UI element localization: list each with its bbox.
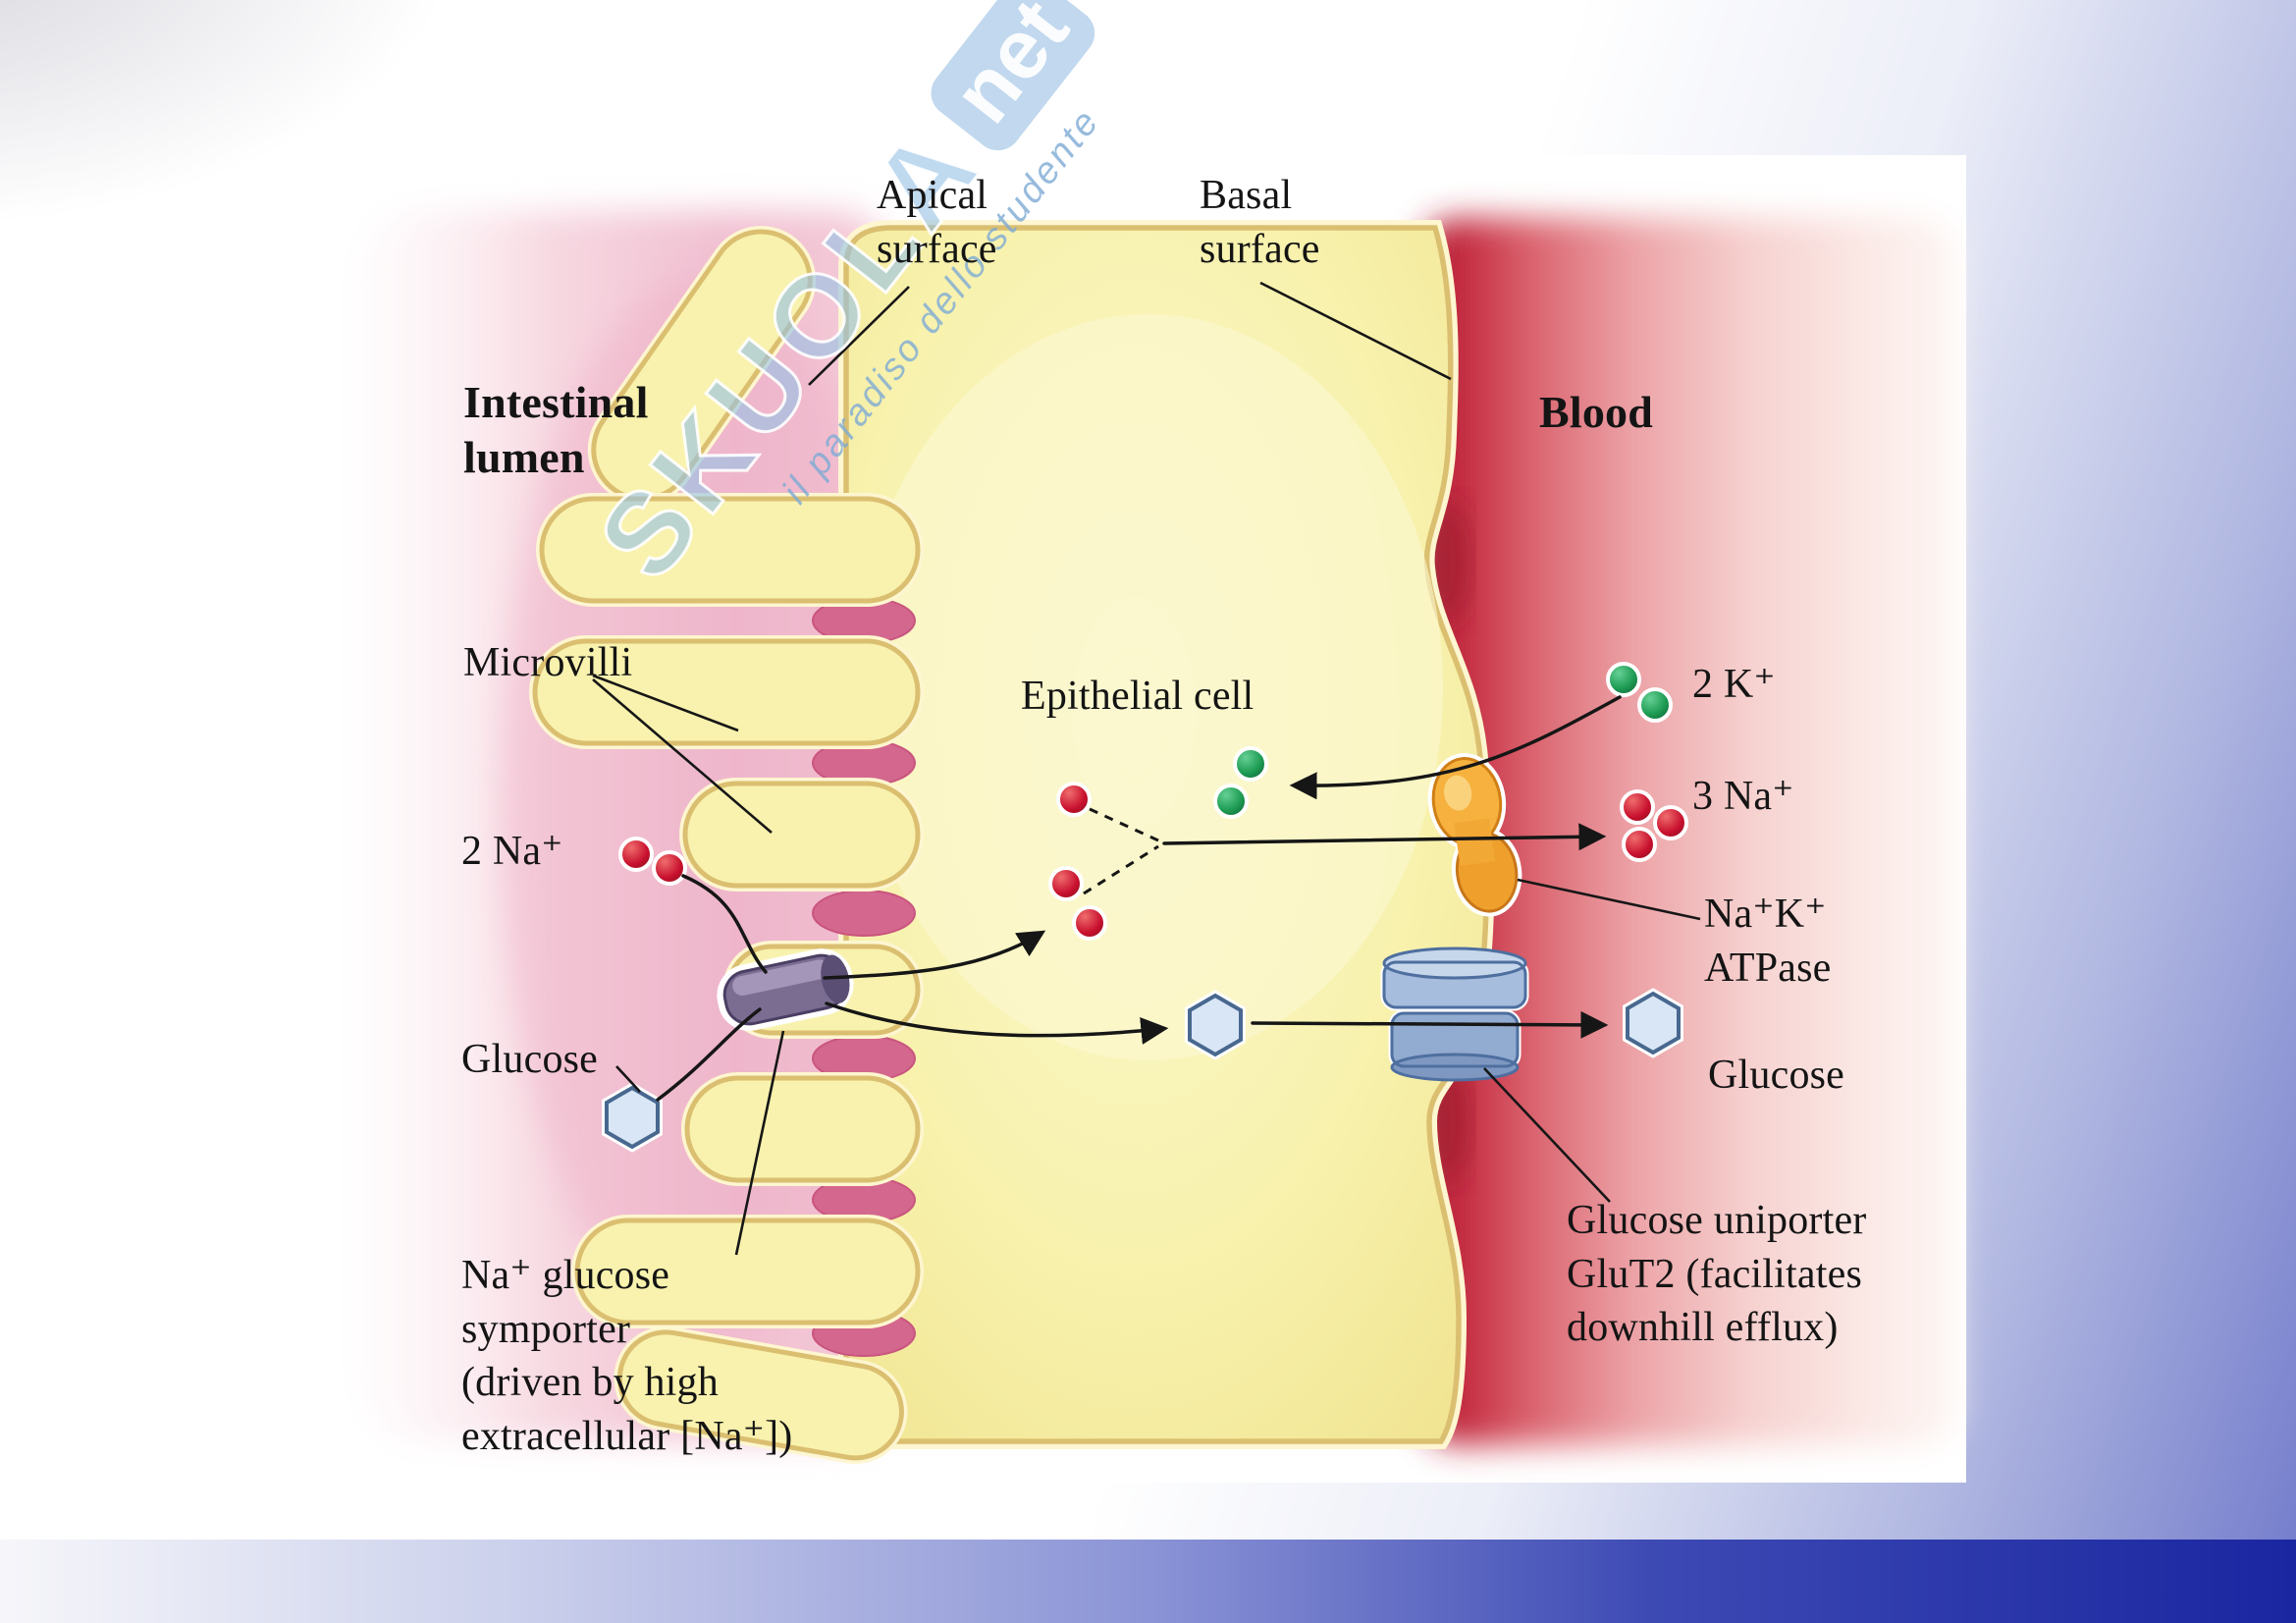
apical-surface-label: Apical surface <box>877 173 997 272</box>
transport-arrows <box>656 695 1622 1102</box>
symporter-glucose-influx-arrow <box>825 1001 1169 1045</box>
na-blood-label: 3 Na⁺ <box>1692 774 1794 819</box>
symporter-na-influx-arrow <box>823 930 1046 980</box>
microvillus-fold-apical <box>587 225 817 506</box>
cell-interior-highlight <box>854 314 1443 1060</box>
potassium-ions <box>1213 662 1673 819</box>
microvilli-pointer <box>592 674 739 732</box>
uniporter-label: Glucose uniporter GluT2 (facilitates dow… <box>1567 1198 1867 1351</box>
blood-label: Blood <box>1539 387 1654 437</box>
sodium-ion <box>1620 789 1655 825</box>
basal-surface-pointer <box>1259 281 1452 381</box>
sodium-ion <box>1072 905 1107 941</box>
na-efflux-arrow <box>1162 823 1607 851</box>
glucose-molecule <box>1623 988 1683 1058</box>
sodium-ion <box>652 850 687 886</box>
fold-outline <box>532 638 921 746</box>
na-converge-dash <box>1089 807 1159 842</box>
glucose-hexagon-outline <box>605 1085 660 1150</box>
microvillus-fold <box>681 1072 924 1186</box>
uniporter-label-pointer <box>1483 1067 1611 1203</box>
glucose-molecule <box>1185 990 1246 1060</box>
na-to-symporter-curve <box>681 874 768 974</box>
fold-shape <box>536 493 924 607</box>
atpase-highlight <box>1444 775 1472 811</box>
symporter-label-pointer <box>734 1030 785 1256</box>
fold-shape <box>681 1072 924 1186</box>
apical-surface-pointer <box>808 286 910 386</box>
sodium-ion <box>618 837 654 872</box>
intestinal-lumen-label: Intestinal lumen <box>463 377 649 483</box>
sodium-ion <box>1056 782 1092 817</box>
fold-outline <box>616 1329 904 1461</box>
potassium-ion <box>1233 746 1268 782</box>
sodium-ion <box>1622 827 1657 862</box>
glucose-label-pointer <box>615 1065 641 1093</box>
microvilli-pointer <box>592 678 773 834</box>
membrane-clefts <box>812 597 916 1357</box>
glucose-to-symporter-curve <box>656 1007 762 1102</box>
na-converge-dash <box>1083 844 1159 895</box>
microvillus-fold <box>679 778 924 892</box>
atpase-label-pointer <box>1517 878 1701 921</box>
fold-outline <box>682 781 921 889</box>
glucose-molecules <box>602 988 1683 1153</box>
sodium-ion <box>1048 866 1084 901</box>
sodium-glucose-symporter <box>717 948 854 1031</box>
label-pointer-lines <box>592 281 1701 1256</box>
sodium-ion <box>1653 805 1688 840</box>
microvillus-fold <box>529 635 924 749</box>
microvilli-label: Microvilli <box>463 640 633 685</box>
potassium-ion <box>1637 687 1673 723</box>
microvillus-fold <box>536 493 924 607</box>
glucose-lumen-label: Glucose <box>461 1037 599 1082</box>
glucose-hexagon-outline <box>1188 993 1243 1057</box>
fold-shape <box>679 778 924 892</box>
epithelial-cell-body <box>838 220 1495 1449</box>
epithelial-cell-label: Epithelial cell <box>1021 674 1255 719</box>
na-k-atpase-pump <box>1427 753 1522 917</box>
glucose-blood-label: Glucose <box>1708 1053 1845 1098</box>
microvillus-fold <box>571 1215 924 1328</box>
basal-surface-label: Basal surface <box>1200 173 1320 272</box>
atpase-waist <box>1454 818 1496 866</box>
fold-outline <box>574 1217 921 1325</box>
slide-bottom-bar <box>0 1540 2296 1623</box>
cleft <box>812 890 916 937</box>
atpase-label: Na⁺K⁺ ATPase <box>1704 892 1832 991</box>
sodium-ions <box>618 782 1688 941</box>
uniporter-lower-outline <box>1390 1011 1520 1068</box>
k-blood-label: 2 K⁺ <box>1692 662 1776 707</box>
fold-outline <box>539 496 921 604</box>
microvillus-fold-basal <box>614 1325 908 1464</box>
symporter-label: Na⁺ glucose symporter (driven by high ex… <box>461 1253 793 1459</box>
microvilli-folds <box>529 225 924 1464</box>
glucose-efflux-arrow <box>1251 1010 1609 1039</box>
na-lumen-label: 2 Na⁺ <box>461 829 563 874</box>
blood-wash-shape <box>1418 218 1956 1445</box>
glut2-uniporter <box>1380 947 1529 1082</box>
potassium-ion <box>1606 662 1641 697</box>
fold-outline <box>684 1075 921 1183</box>
potassium-ion <box>1213 784 1249 819</box>
symporter-highlight <box>732 959 829 997</box>
k-influx-arrow <box>1289 695 1622 800</box>
glucose-hexagon-outline <box>1626 991 1681 1055</box>
glucose-molecule <box>602 1082 663 1153</box>
fold-outline <box>591 229 813 502</box>
uniporter-upper-outline <box>1382 960 1527 1009</box>
